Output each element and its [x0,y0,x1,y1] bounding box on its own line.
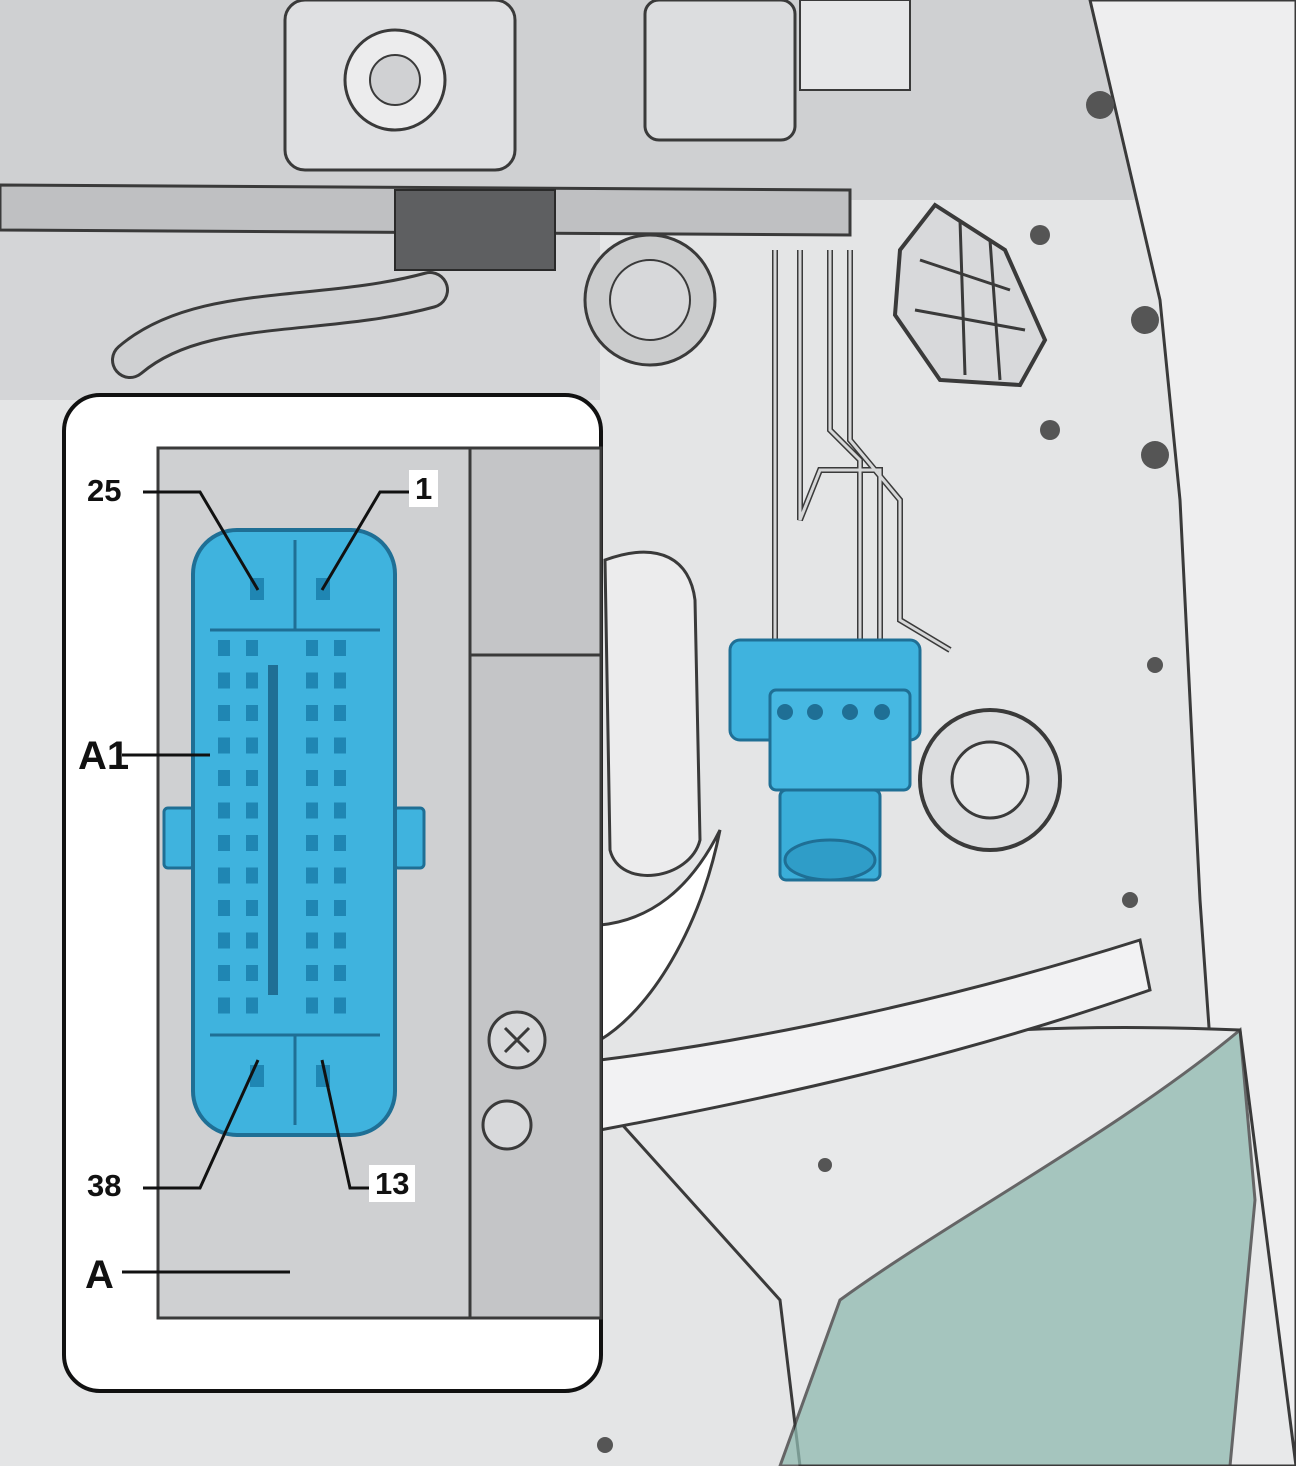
pin-cavity [218,737,230,754]
callout-pin-13: 13 [369,1165,416,1202]
pin-cavity [246,672,258,689]
pin-cavity [246,737,258,754]
pin-cavity [334,802,346,819]
pin-cavity [306,997,318,1014]
pin-cavity [246,997,258,1014]
pin-cavity [334,997,346,1014]
callout-pin-1: 1 [409,470,439,507]
pin-cavity [306,835,318,851]
pin-cavity [218,770,230,786]
pin-cavity [246,867,258,884]
pin-cavity [218,965,230,981]
pin-cavity [306,672,318,689]
pin-cavity [306,802,318,819]
connector-pin-grid [218,578,346,1087]
pin-cavity [218,705,230,721]
pin-cavity [246,900,258,916]
pin-cavity [306,932,318,949]
pin-cavity [246,835,258,851]
pin-cavity [218,802,230,819]
pin-cavity [218,932,230,949]
pin-cavity [306,640,318,656]
pin-cavity [306,770,318,786]
pin-cavity [334,932,346,949]
pin-cavity [334,835,346,851]
pin-cavity [306,705,318,721]
pin-cavity [218,867,230,884]
pin-cavity [306,737,318,754]
pin-cavity [246,802,258,819]
pin-cavity [246,932,258,949]
callout-control-unit-a: A [85,1253,114,1297]
pin-cavity [334,672,346,689]
pin-cavity [334,867,346,884]
pin-cavity [334,900,346,916]
pin-cavity [334,737,346,754]
pin-cavity [218,997,230,1014]
callout-connector-a1: A1 [78,734,130,778]
leader-lines [122,490,410,1274]
pin-cavity [306,900,318,916]
pin-cavity [246,965,258,981]
connector-icon [162,528,426,1137]
pin-cavity [246,705,258,721]
pin-cavity [306,867,318,884]
pin-cavity [218,672,230,689]
pin-cavity [218,835,230,851]
pin-cavity [246,770,258,786]
pin-cavity [334,770,346,786]
abs-hydraulic-unit-icon [728,638,922,882]
pin-cavity [218,900,230,916]
callout-pin-38: 38 [87,1168,122,1203]
callout-pin-25: 25 [87,473,122,508]
pin-cavity [306,965,318,981]
pin-cavity [334,640,346,656]
pin-cavity [334,965,346,981]
pin-cavity [334,705,346,721]
pin-cavity [218,640,230,656]
pin-cavity [246,640,258,656]
